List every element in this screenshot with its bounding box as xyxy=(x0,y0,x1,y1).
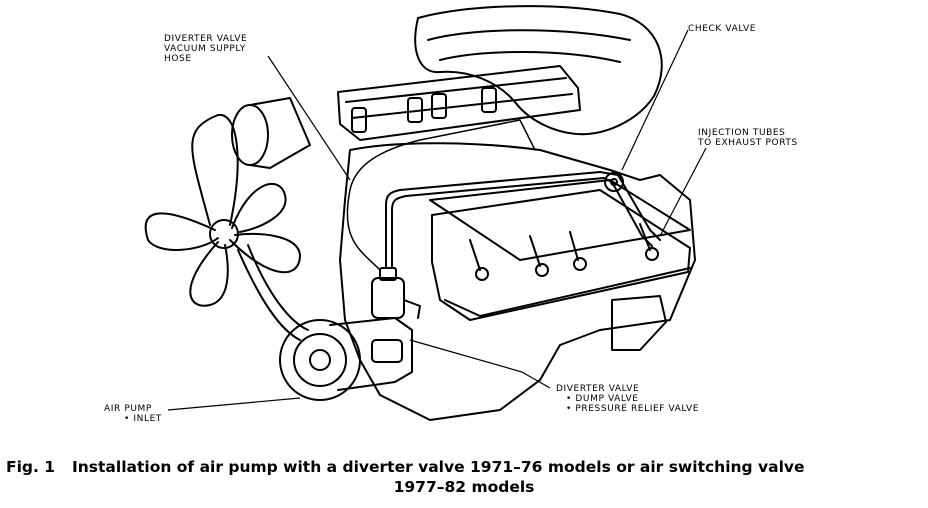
plug-boots xyxy=(351,87,497,133)
label-diverter-valve-line3: • PRESSURE RELIEF VALVE xyxy=(566,404,700,414)
check-valve-part xyxy=(604,172,624,192)
label-injection-tubes: INJECTION TUBES TO EXHAUST PORTS xyxy=(698,128,798,148)
leader-lines xyxy=(167,29,707,411)
air-pump-pulley xyxy=(279,319,361,401)
label-check-valve-text: CHECK VALVE xyxy=(688,24,756,34)
exhaust-manifold xyxy=(431,189,691,351)
label-diverter-vacuum-line1: DIVERTER VALVE xyxy=(164,34,248,44)
caption-line1-row: Fig. 1 Installation of air pump with a di… xyxy=(6,458,805,477)
valve-cover xyxy=(337,65,581,141)
label-diverter-vacuum-hose: DIVERTER VALVE VACUUM SUPPLY HOSE xyxy=(164,34,247,64)
label-air-pump: AIR PUMP • INLET xyxy=(104,404,162,424)
diverter-valve-part xyxy=(371,267,421,319)
leader-air-pump xyxy=(167,397,301,411)
label-diverter-valve-line2: • DUMP VALVE xyxy=(566,394,639,404)
air-cleaner xyxy=(414,5,663,136)
leader-check-valve xyxy=(621,29,689,171)
label-air-pump-line2: • INLET xyxy=(124,414,162,424)
caption-line1: Installation of air pump with a diverter… xyxy=(72,458,805,476)
label-diverter-vacuum-line2: VACUUM SUPPLY xyxy=(164,44,246,54)
vacuum-hose xyxy=(346,119,536,271)
leader-diverter-valve xyxy=(409,339,551,389)
fan-belt xyxy=(237,244,309,341)
breather-tube xyxy=(231,97,311,169)
label-diverter-valve-line1: DIVERTER VALVE xyxy=(556,384,640,394)
leader-injection-tubes xyxy=(659,147,707,237)
label-injection-tubes-line2: TO EXHAUST PORTS xyxy=(698,138,798,148)
label-injection-tubes-line1: INJECTION TUBES xyxy=(698,128,786,138)
label-air-pump-line1: AIR PUMP xyxy=(104,404,152,414)
caption-line2: 1977–82 models xyxy=(393,478,535,496)
figure-number: Fig. 1 xyxy=(6,458,56,476)
air-hoses xyxy=(385,171,605,269)
leader-diverter-vacuum xyxy=(267,55,351,181)
label-diverter-valve: DIVERTER VALVE • DUMP VALVE • PRESSURE R… xyxy=(556,384,699,414)
fan xyxy=(144,113,301,307)
air-pump-body xyxy=(329,317,413,391)
label-diverter-vacuum-line3: HOSE xyxy=(164,54,192,64)
label-check-valve: CHECK VALVE xyxy=(688,24,756,34)
spark-plugs xyxy=(469,223,659,281)
